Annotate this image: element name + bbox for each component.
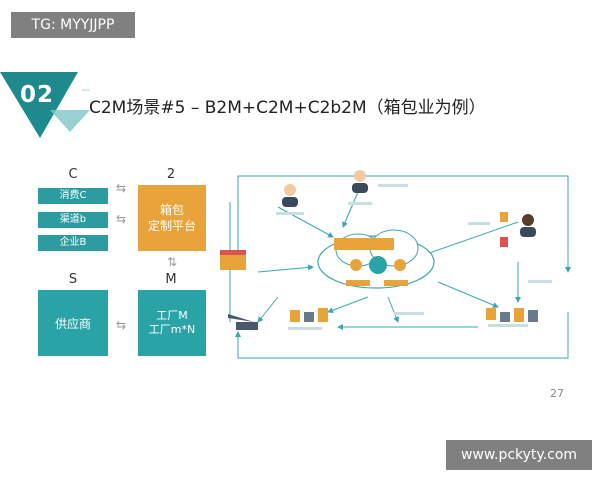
slide-title: C2M场景#5 – B2M+C2M+C2b2M（箱包业为例）	[89, 98, 486, 118]
label-s: S	[68, 272, 78, 287]
enterprise-box: 企业B	[38, 235, 108, 251]
factory-box: 工厂M 工厂m*N	[138, 290, 206, 356]
label-2: 2	[166, 167, 176, 182]
slide-number: 02	[20, 82, 55, 108]
slide-number-badge	[0, 72, 90, 138]
arrow-consumer-platform: ⇆	[116, 181, 127, 195]
platform-ecosystem-diagram	[220, 170, 571, 359]
arrow-platform-factory: ⇅	[167, 255, 178, 269]
factory-line-1: 工厂M	[156, 309, 188, 322]
arrow-supplier-factory: ⇆	[116, 318, 127, 332]
person-icon	[282, 170, 536, 237]
consumer-box: 消费C	[38, 188, 108, 204]
arrow-channel-platform: ⇆	[116, 212, 127, 226]
label-c: C	[68, 167, 78, 182]
supplier-box: 供应商	[38, 290, 108, 356]
store-icon	[220, 250, 246, 270]
cloud-platform-icon	[317, 229, 435, 289]
channel-box: 渠道b	[38, 212, 108, 228]
watermark-bottom: www.pckyty.com	[446, 440, 592, 470]
supplier-label: 供应商	[54, 316, 91, 331]
factory-icon	[290, 212, 538, 322]
watermark-top: TG: MYYJJPP	[11, 12, 135, 38]
platform-line-1: 箱包	[159, 203, 184, 217]
tiny-label-bars	[276, 184, 552, 330]
factory-line-2: 工厂m*N	[148, 323, 196, 336]
platform-line-2: 定制平台	[147, 219, 196, 233]
custom-platform-box: 箱包 定制平台	[138, 185, 206, 251]
label-m: M	[165, 272, 177, 287]
page-number: 27	[550, 387, 564, 400]
truck-plane-icon	[228, 314, 258, 330]
